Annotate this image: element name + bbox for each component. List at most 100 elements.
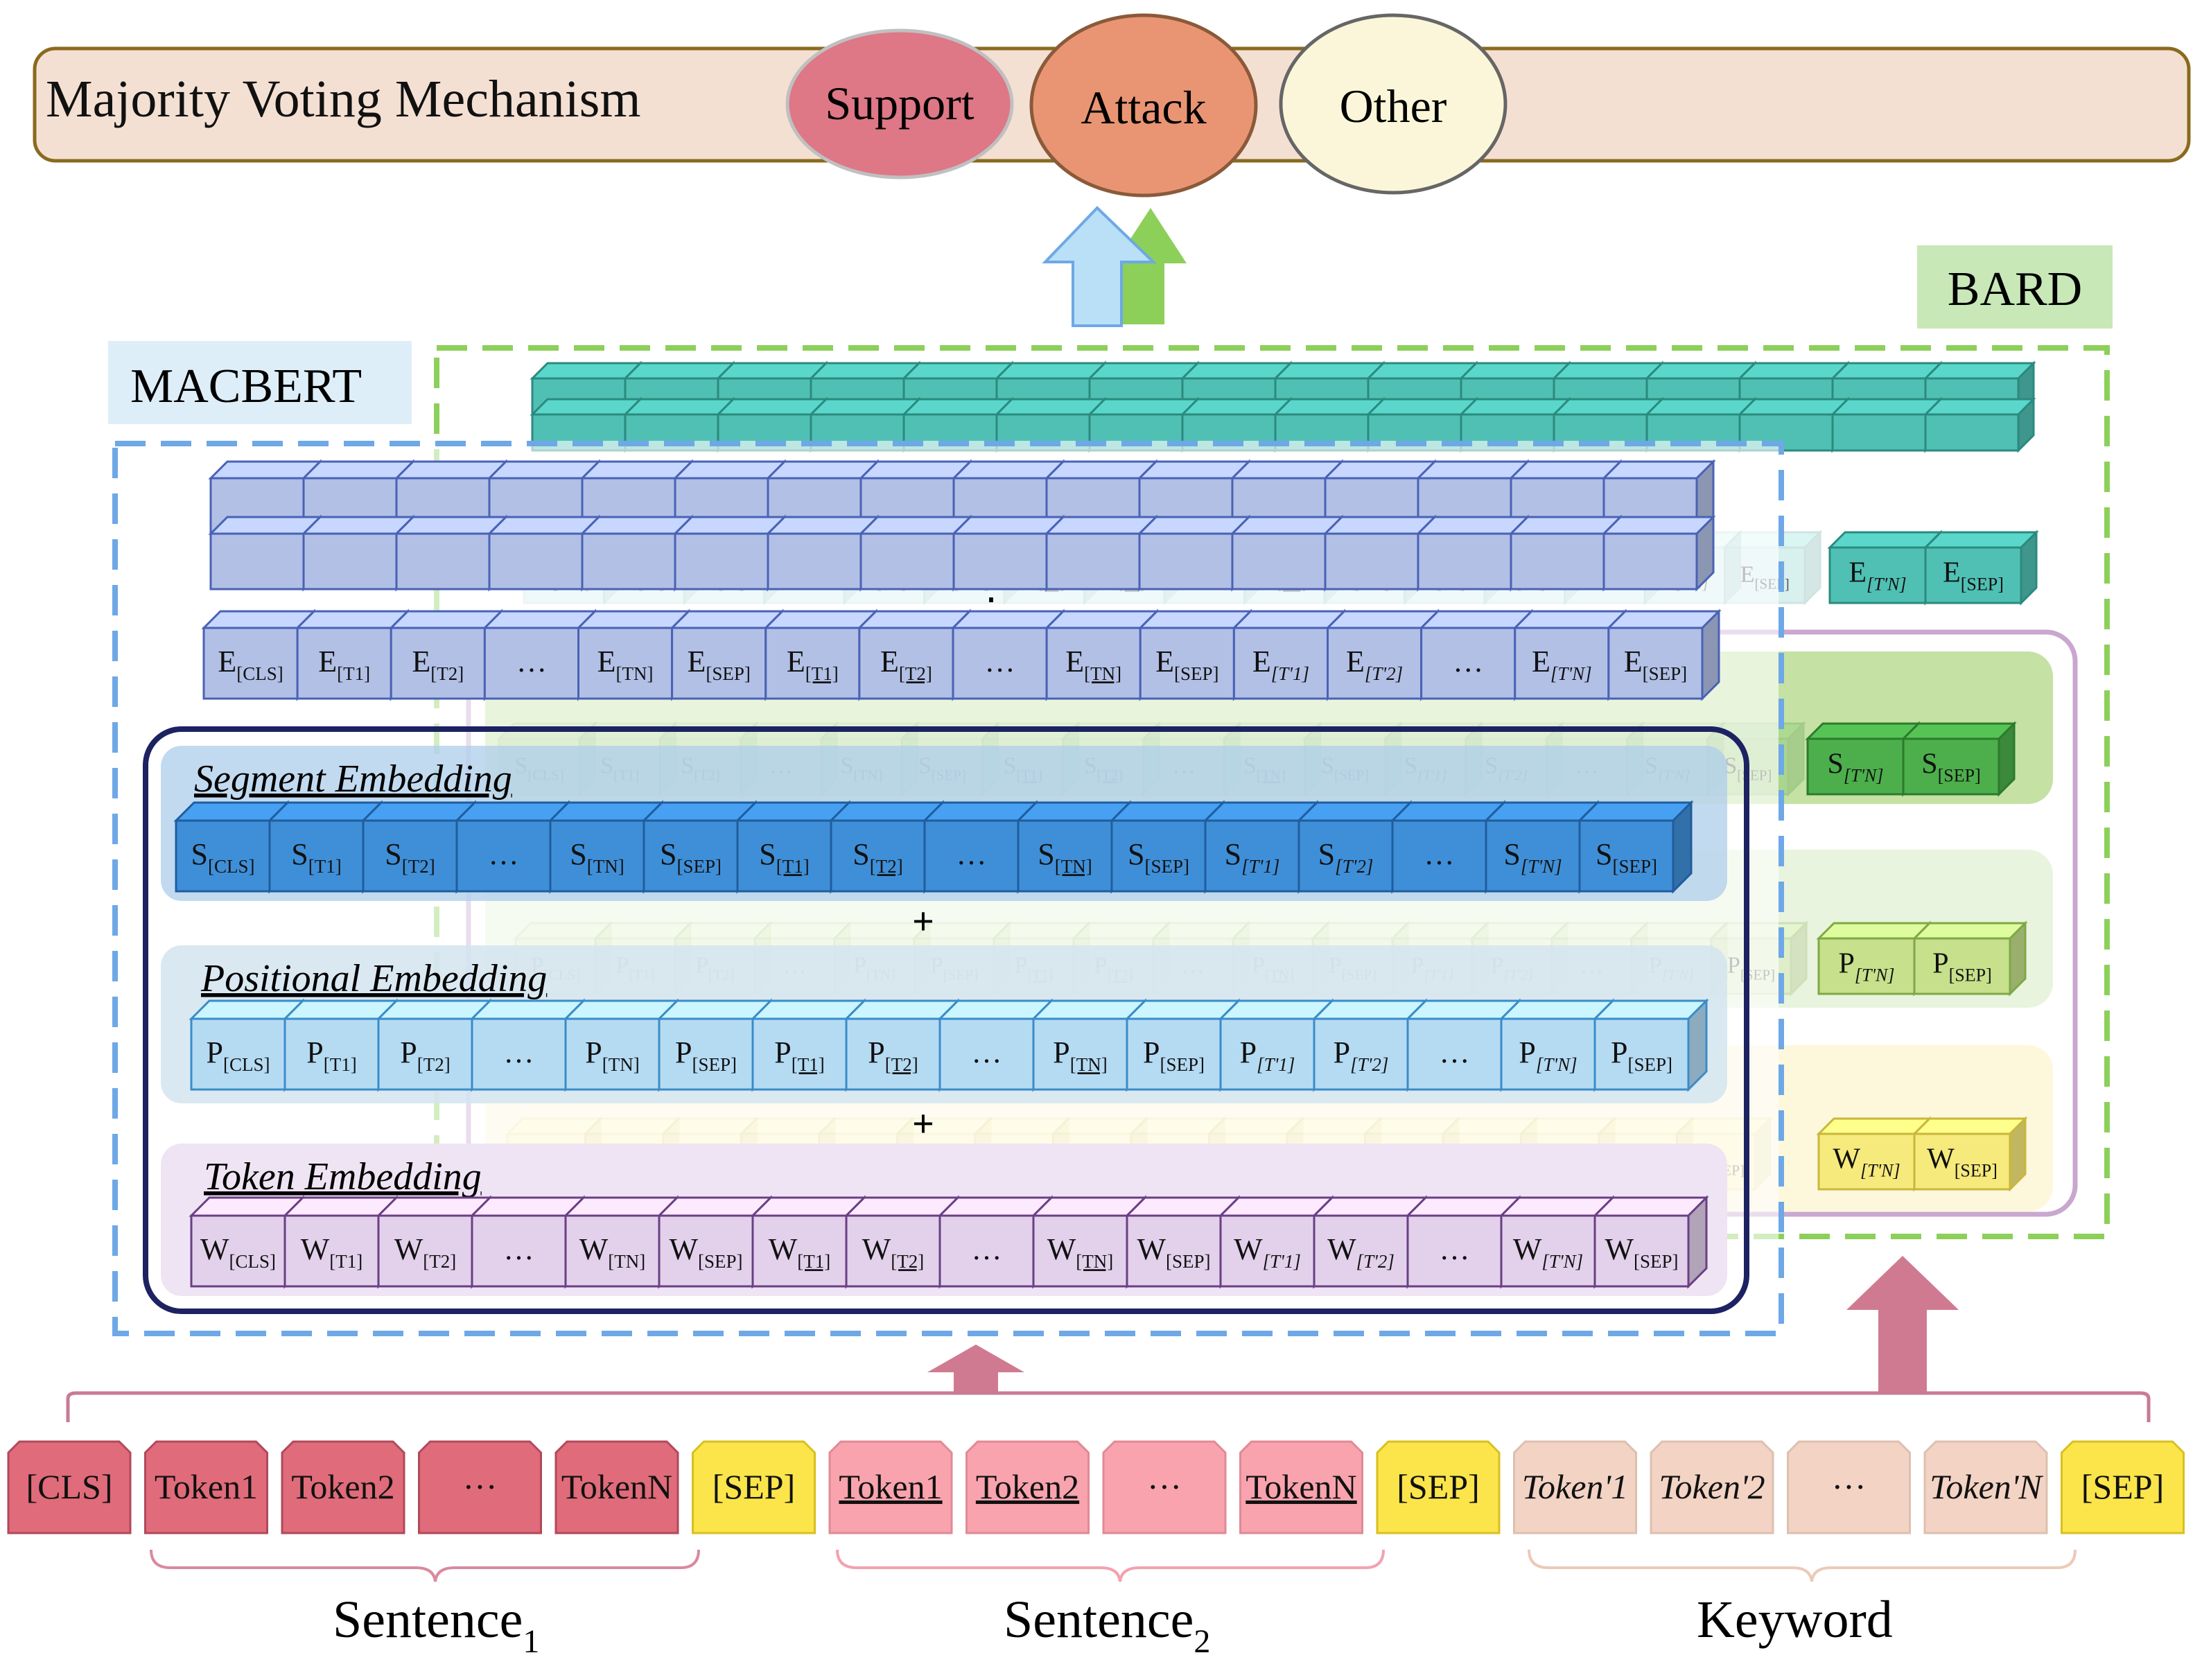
embedding-cell-label: S[SEP] [1596,837,1657,877]
vote-other-label: Other [1340,80,1447,132]
bard-hidden-block [530,360,2036,453]
embedding-cell [1577,800,1694,894]
keyword-label: Keyword [1697,1591,1893,1649]
embedding-cell-label: W[TN] [1047,1232,1114,1272]
input-token: [SEP] [1376,1440,1501,1534]
macbert-positional-row: P[CLS]P[T1]P[T2]…P[TN]P[SEP]P[T1]P[T2]…P… [189,998,1709,1092]
input-token-label: [CLS] [26,1467,113,1506]
input-token: [SEP] [2061,1440,2185,1534]
input-token-label: [SEP] [2081,1467,2164,1506]
sentence2-label: Sentence2 [1004,1591,1210,1660]
vote-support-label: Support [825,77,974,130]
embedding-cell-label: W[T'N] [1513,1232,1583,1272]
bard-tail-cell [1912,1116,2028,1192]
group-braces [150,1549,2077,1582]
sentence2-brace [836,1549,1385,1582]
embedding-cell-label: P[TN] [585,1035,639,1075]
macbert-label: MACBERT [130,360,362,413]
embedding-cell-label: … [972,1035,1002,1069]
embedding-cell [1124,1195,1241,1289]
bard-tail-cell [1923,530,2039,606]
input-bracket [66,1391,2151,1422]
input-token: Token'N [1923,1440,2048,1534]
embedding-cell-label: P[T'1] [1240,1035,1295,1075]
embedding-cell-label: S[T2] [853,837,902,877]
embedding-cell-label: P[SEP] [1143,1035,1205,1075]
embedding-cell-label: … [956,837,987,871]
embedding-cell-label: P[TN] [1053,1035,1107,1075]
embedding-cell-label: E[SEP] [687,645,750,684]
input-token: ··· [418,1440,542,1534]
input-token-label: ··· [1832,1467,1867,1506]
embedding-cell-label: W[SEP] [669,1232,742,1272]
embedding-cell-label: S[T1] [759,837,809,877]
input-token-label: TokenN [561,1467,672,1506]
embedding-cell-label: W[T1] [301,1232,363,1272]
hidden-state-cell [1923,396,2036,453]
macbert-hidden-block [208,459,1716,592]
input-token-label: ··· [1147,1467,1182,1506]
embedding-cell-label: P[T2] [868,1035,918,1075]
embedding-cell-label: … [516,645,547,679]
input-token-label: [SEP] [1397,1467,1479,1506]
input-token-label: Token2 [976,1467,1079,1506]
embedding-cell-label: W[T2] [862,1232,925,1272]
keyword-brace [1528,1549,2077,1582]
embedding-cell-label: E[T'1] [1252,645,1309,684]
embedding-cell-label: … [972,1232,1002,1266]
input-token-label: Token1 [839,1467,942,1506]
embedding-cell-label: S[T'N] [1828,749,1884,786]
input-up-arrows [927,1256,1959,1392]
sentence1-label: Sentence1 [333,1591,539,1660]
embedding-cell [937,998,1054,1092]
bard-tail-cell [1900,721,2017,797]
embedding-cell-label: S[T2] [385,837,435,877]
embedding-cell-label: E[SEP] [1155,645,1218,684]
macbert-embedding-row: E[CLS]E[T1]E[T2]…E[TN]E[SEP]E[T1]E[T2]…E… [201,609,1722,701]
input-token-label: Token'1 [1522,1467,1628,1506]
embedding-cell-label: … [985,645,1015,679]
hidden-state-cell [1137,514,1252,592]
embedding-cell [1137,609,1253,701]
embedding-cell-label: E[SEP] [1624,645,1687,684]
embedding-cell [1606,609,1722,701]
embedding-cell-label: … [504,1035,534,1069]
segment-embedding-heading: Segment Embedding [194,758,512,800]
embedding-cell-label: S[T1] [291,837,341,877]
embedding-cell-label: P[SEP] [675,1035,737,1075]
embedding-cell-label: P[CLS] [207,1035,270,1075]
input-token: TokenN [1239,1440,1363,1534]
embedding-cell-label: W[CLS] [200,1232,276,1272]
input-token-label: Token2 [291,1467,394,1506]
embedding-cell-label: W[T'N] [1833,1144,1900,1181]
macbert-layer: ⋮ E[CLS]E[T1]E[T2]…E[TN]E[SEP]E[T1]E[T2]… [143,459,1749,1314]
embedding-cell-label: S[SEP] [1921,749,1980,786]
embedding-cell-label: E[TN] [597,645,654,684]
embedding-cell-label: S[T'2] [1318,837,1374,877]
embedding-cell-label: E[T2] [880,645,932,684]
embedding-cell-label: P[T1] [306,1035,356,1075]
embedding-cell-label: E[T1] [787,645,839,684]
input-token-label: Token'2 [1659,1467,1765,1506]
input-token: ··· [1787,1440,1911,1534]
input-token: ··· [1102,1440,1227,1534]
input-token-label: TokenN [1246,1467,1356,1506]
embedding-cell [295,609,410,701]
vote-support: Support [785,28,1014,180]
embedding-cell [1592,998,1709,1092]
embedding-cell-label: P[SEP] [1611,1035,1672,1075]
embedding-cell-label: P[T'N] [1839,948,1895,986]
embedding-cell-label: … [1453,645,1483,679]
input-token-label: Token1 [155,1467,258,1506]
input-token: Token2 [965,1440,1090,1534]
input-token-label: ··· [463,1467,498,1506]
embedding-cell-label: S[CLS] [191,837,255,877]
macbert-segment-row: S[CLS]S[T1]S[T2]…S[TN]S[SEP]S[T1]S[T2]…S… [173,800,1694,894]
input-token: Token'2 [1650,1440,1774,1534]
embedding-cell-label: E[TN] [1065,645,1121,684]
input-token-row: [CLS] Token1 Token2 ··· TokenN [SEP] Token1 Tok… [7,1440,2185,1534]
embedding-cell-label: E[T'N] [1532,645,1592,684]
output-up-arrows [1042,206,1187,327]
plus-sign-1: + [912,900,934,943]
